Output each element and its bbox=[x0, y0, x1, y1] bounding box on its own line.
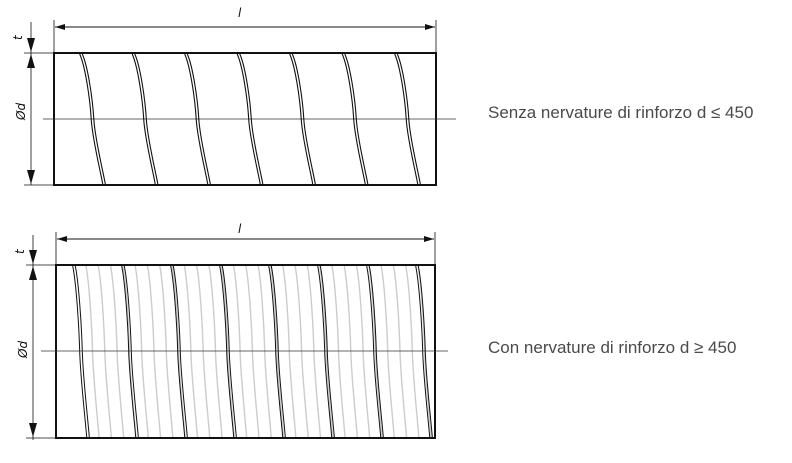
spiral-seam bbox=[72, 265, 88, 438]
diameter-label: Ød bbox=[14, 103, 28, 121]
reinforcement-rib bbox=[196, 265, 211, 438]
reinforcement-rib bbox=[392, 265, 408, 438]
duct-body bbox=[55, 264, 436, 439]
spiral-seam bbox=[291, 53, 316, 185]
spiral-seam bbox=[415, 265, 431, 438]
reinforcement-rib bbox=[294, 265, 309, 438]
spiral-seam bbox=[317, 265, 333, 438]
spiral-seam bbox=[81, 53, 106, 185]
spiral-seam bbox=[184, 53, 209, 185]
reinforcement-rib bbox=[159, 265, 174, 438]
reinforcement-rib bbox=[109, 265, 125, 438]
reinforcement-rib bbox=[146, 265, 162, 438]
spiral-seam bbox=[172, 265, 188, 438]
spiral-seam bbox=[394, 53, 419, 185]
caption-without-ribs: Senza nervature di rinforzo d ≤ 450 bbox=[488, 103, 754, 122]
thickness-label: t bbox=[13, 248, 27, 254]
spiral-seam bbox=[341, 53, 366, 185]
spiral-seam bbox=[79, 53, 104, 185]
spiral-seam bbox=[236, 53, 261, 185]
reinforcement-rib bbox=[282, 265, 297, 438]
reinforcement-rib bbox=[405, 265, 420, 438]
spiral-seam bbox=[131, 53, 156, 185]
spiral-seam bbox=[121, 265, 137, 438]
length-label: l bbox=[238, 222, 242, 236]
spiral-seam bbox=[239, 53, 264, 185]
reinforcement-rib bbox=[97, 265, 112, 438]
spiral-seam bbox=[366, 265, 382, 438]
reinforcement-rib bbox=[245, 265, 260, 438]
reinforcement-rib bbox=[319, 265, 334, 438]
reinforcement-rib bbox=[232, 265, 248, 438]
reinforcement-rib bbox=[257, 265, 272, 438]
reinforcement-rib bbox=[171, 265, 186, 438]
spiral-seam bbox=[319, 265, 335, 438]
thickness-label: t bbox=[11, 34, 25, 40]
diameter-label: Ød bbox=[16, 341, 30, 359]
reinforcement-rib bbox=[331, 265, 346, 438]
spiral-seam bbox=[134, 53, 159, 185]
reinforcement-rib bbox=[417, 265, 432, 438]
duct-diagram-plain: l t Ød bbox=[11, 6, 456, 186]
spiral-seam bbox=[368, 265, 384, 438]
caption-with-ribs: Con nervature di rinforzo d ≥ 450 bbox=[488, 338, 737, 357]
reinforcement-rib bbox=[355, 265, 371, 438]
spiral-seam bbox=[268, 265, 284, 438]
spiral-seam bbox=[344, 53, 369, 185]
reinforcement-rib bbox=[183, 265, 199, 438]
spiral-seam bbox=[186, 53, 211, 185]
reinforcement-rib bbox=[85, 265, 100, 438]
reinforcement-rib bbox=[343, 265, 358, 438]
spiral-seam bbox=[270, 265, 286, 438]
spiral-seam bbox=[170, 265, 186, 438]
duct-diagram-ribbed: l t Ød bbox=[13, 222, 448, 440]
reinforcement-rib bbox=[269, 265, 285, 438]
reinforcement-rib bbox=[134, 265, 149, 438]
reinforcement-rib bbox=[208, 265, 223, 438]
reinforcement-rib bbox=[380, 265, 395, 438]
spiral-seam bbox=[221, 265, 237, 438]
reinforcement-rib bbox=[306, 265, 322, 438]
length-label: l bbox=[238, 6, 242, 20]
spiral-seam bbox=[417, 265, 433, 438]
spiral-seam bbox=[289, 53, 314, 185]
spiral-seam bbox=[123, 265, 139, 438]
spiral-seam bbox=[74, 265, 90, 438]
spiral-seam bbox=[219, 265, 235, 438]
reinforcement-rib bbox=[368, 265, 383, 438]
reinforcement-rib bbox=[220, 265, 235, 438]
spiral-seam bbox=[396, 53, 421, 185]
